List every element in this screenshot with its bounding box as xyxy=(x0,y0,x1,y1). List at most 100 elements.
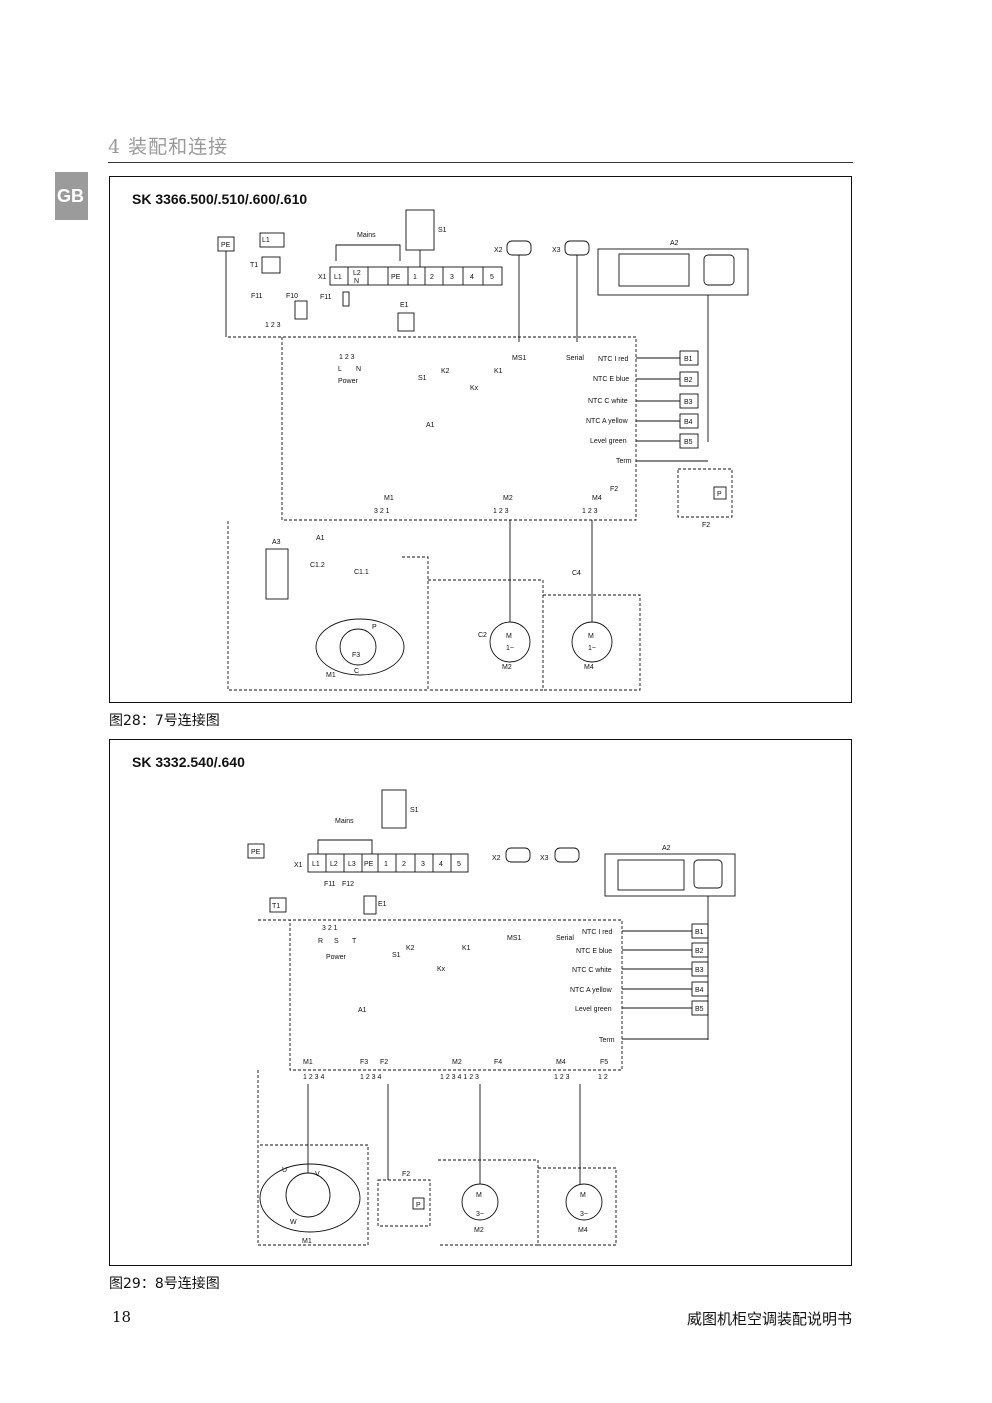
m2-m: M xyxy=(506,633,512,640)
m4-connector-label: M4 xyxy=(592,495,602,502)
svg-text:1 2 3 4: 1 2 3 4 xyxy=(303,1074,325,1081)
header-rule xyxy=(108,162,853,163)
k1-label: K1 xyxy=(462,945,471,952)
f2-p-label: P xyxy=(416,1202,421,1209)
pe-label: PE xyxy=(251,849,261,856)
x2-connector xyxy=(505,847,531,863)
m4-m: M xyxy=(588,633,594,640)
x2-label: X2 xyxy=(494,247,503,254)
power-s: S xyxy=(334,938,339,945)
figure-caption-28: 图28：7号连接图 xyxy=(109,713,220,729)
x1-l2: L2 xyxy=(330,861,338,868)
f3-label: F3 xyxy=(352,652,360,659)
m4-label: M4 xyxy=(578,1227,588,1234)
pe-terminal xyxy=(247,843,265,859)
m4-connector-label: M4 xyxy=(556,1059,566,1066)
s1-pin-label: S1 xyxy=(392,952,401,959)
f3-connector-label: F3 xyxy=(360,1059,368,1066)
e1-heater-left xyxy=(294,300,308,320)
svg-text:3 2 1: 3 2 1 xyxy=(374,508,390,515)
svg-text:1: 1 xyxy=(384,861,388,868)
b5-label: B5 xyxy=(695,1006,704,1013)
s1-label: S1 xyxy=(410,807,419,814)
mains-label: Mains xyxy=(335,818,354,825)
b5-label: B5 xyxy=(684,439,693,446)
m4-m: M xyxy=(580,1192,586,1199)
a3-label: A3 xyxy=(272,539,281,546)
ms1-label: MS1 xyxy=(512,355,527,362)
figure-caption-29: 图29：8号连接图 xyxy=(109,1276,220,1292)
power-n: N xyxy=(356,366,361,373)
m4-phase: 3~ xyxy=(580,1211,588,1218)
term-label: Term xyxy=(599,1037,615,1044)
s1-label: S1 xyxy=(438,227,447,234)
b3-label: B3 xyxy=(684,399,693,406)
seven-seg-display-icon xyxy=(618,253,690,287)
f12-label: F12 xyxy=(342,881,354,888)
heater-e1 xyxy=(363,895,377,915)
x1-pe: PE xyxy=(364,861,374,868)
f2-label: F2 xyxy=(402,1171,410,1178)
m1-label: M1 xyxy=(302,1238,312,1245)
power-r: R xyxy=(318,938,323,945)
x1-l3: L3 xyxy=(348,861,356,868)
mains-label: Mains xyxy=(357,232,376,239)
m1-connector-label: M1 xyxy=(384,495,394,502)
b3-label: B3 xyxy=(695,967,704,974)
diagram-svg: PE Mains X1 L1 L2 N PE 1 2 3 4 5 S1 X2 X… xyxy=(217,209,749,691)
f11-label: F11 xyxy=(324,881,336,888)
k2-label: K2 xyxy=(441,368,450,375)
m2-connector-label: M2 xyxy=(503,495,513,502)
serial-label: Serial xyxy=(556,935,574,942)
f2-box-label: F2 xyxy=(702,522,710,529)
c12-label: C1.2 xyxy=(310,562,325,569)
e1-label: E1 xyxy=(400,302,409,309)
s1-switch xyxy=(381,789,407,829)
power-pins: 1 2 3 xyxy=(339,354,355,361)
f10-label: F10 xyxy=(286,293,298,300)
m1-c-label: C xyxy=(354,668,359,675)
ntc-a-label: NTC A yellow xyxy=(586,418,629,425)
m2-label: M2 xyxy=(474,1227,484,1234)
wiring-diagram-8: SK 3332.540/.640 PE Mains X1 L1 L2 L3 PE… xyxy=(109,739,852,1266)
transformer-t1 xyxy=(261,256,281,274)
svg-text:3: 3 xyxy=(421,861,425,868)
m1-label: M1 xyxy=(326,672,336,679)
svg-text:4: 4 xyxy=(439,861,443,868)
svg-text:1 2: 1 2 xyxy=(598,1074,608,1081)
ntc-e-label: NTC E blue xyxy=(593,376,629,383)
heater-e1 xyxy=(397,312,415,332)
t1-label: T1 xyxy=(250,262,258,269)
ntc-c-label: NTC C white xyxy=(572,967,612,974)
x1-terminal-block xyxy=(307,853,469,873)
svg-text:5: 5 xyxy=(457,861,461,868)
a2-display-unit xyxy=(604,853,736,897)
fuse-f11 xyxy=(342,291,350,307)
c2-label: C2 xyxy=(478,632,487,639)
e1-label: E1 xyxy=(378,901,387,908)
x3-connector xyxy=(554,847,580,863)
figure-title: SK 3366.500/.510/.600/.610 xyxy=(132,191,308,207)
ntc-i-label: NTC I red xyxy=(582,929,612,936)
section-title: 4 装配和连接 xyxy=(108,136,229,158)
ntc-a-label: NTC A yellow xyxy=(570,987,613,994)
wiring-diagram-7: SK 3366.500/.510/.600/.610 PE Mains X1 L… xyxy=(109,176,852,703)
x1-2: 2 xyxy=(430,274,434,281)
x1-3: 3 xyxy=(450,274,454,281)
f2-pressure-switch xyxy=(677,468,733,518)
ntc-i-label: NTC I red xyxy=(598,356,628,363)
s1-switch xyxy=(405,209,435,251)
m2-label: M2 xyxy=(502,664,512,671)
x3-label: X3 xyxy=(540,855,549,862)
x3-label: X3 xyxy=(552,247,561,254)
x1-5: 5 xyxy=(490,274,494,281)
m4-phase: 1~ xyxy=(588,645,596,652)
x1-l2: L2 xyxy=(353,270,361,277)
language-tab[interactable]: GB xyxy=(55,172,88,220)
fan-m4 xyxy=(571,621,613,663)
b1-label: B1 xyxy=(695,929,704,936)
level-label: Level green xyxy=(590,438,627,445)
a3-relay xyxy=(265,548,289,600)
a2-label: A2 xyxy=(662,845,671,852)
m1-connector-label: M1 xyxy=(303,1059,313,1066)
